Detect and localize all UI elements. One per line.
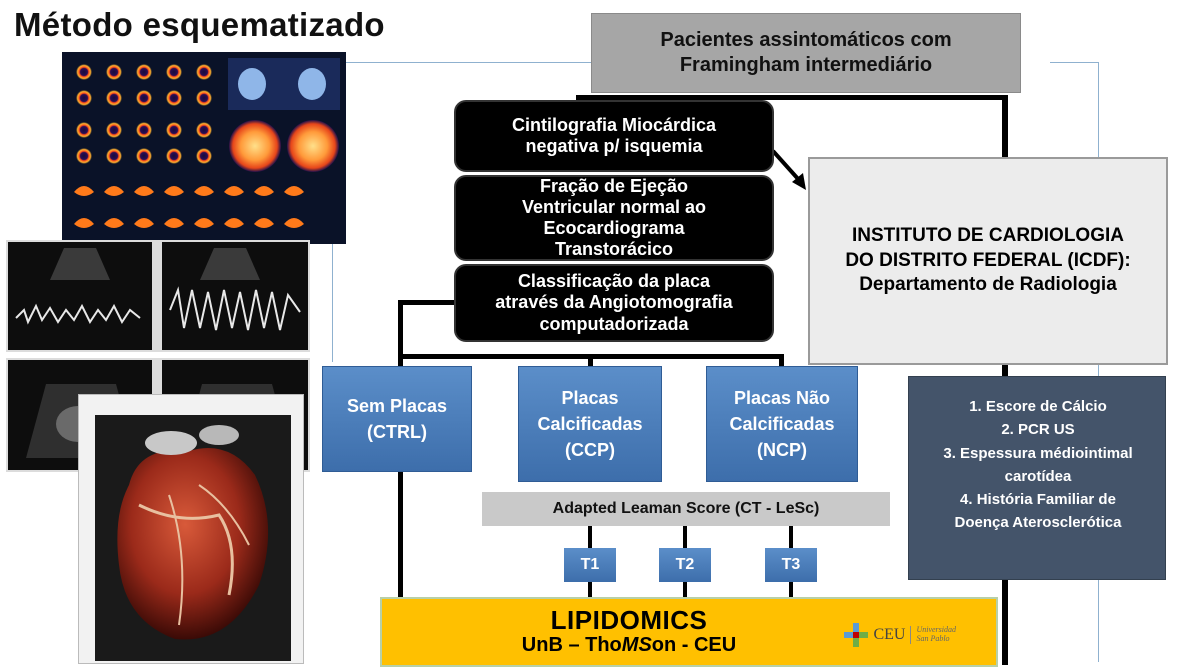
criterion-3-line3: computadorizada [539, 313, 689, 334]
criterion-1-line1: Cintilografia Miocárdica [511, 114, 717, 135]
group-ncp-line2: Calcificadas [729, 413, 835, 434]
frame-line-top-right [1050, 62, 1098, 63]
connector-group2-drop [588, 354, 593, 368]
timepoint-t3: T3 [765, 548, 817, 582]
doppler-graphic [8, 242, 308, 350]
measure-item: 2. PCR US [1001, 421, 1075, 439]
coronary-ct-3d-heart-image [78, 394, 304, 664]
ceu-cross-icon [844, 623, 869, 647]
criterion-scintigraphy: Cintilografia Miocárdica negativa p/ isq… [454, 100, 774, 172]
criterion-3-line1: Classificação da placa [517, 271, 711, 292]
connector-t2-lipid [683, 582, 687, 598]
group-ncp-line1: Placas Não [733, 387, 831, 408]
timepoint-t1: T1 [564, 548, 616, 582]
group-ctrl: Sem Placas (CTRL) [322, 366, 472, 472]
group-ncp: Placas Não Calcificadas (NCP) [706, 366, 858, 482]
timepoint-t2: T2 [659, 548, 711, 582]
group-ccp-line1: Placas [561, 387, 619, 408]
institute-line1: INSTITUTO DE CARDIOLOGIA [852, 224, 1124, 246]
lipidomics-box: LIPIDOMICS UnB – ThoMSon - CEU CEU Unive… [380, 597, 998, 667]
group-ccp: Placas Calcificadas (CCP) [518, 366, 662, 482]
criterion-ejection-fraction: Fração de Ejeção Ventricular normal ao E… [454, 175, 774, 261]
ct-heart-graphic [95, 415, 291, 661]
myocardial-scintigraphy-image [62, 52, 346, 244]
criterion-2-line1: Fração de Ejeção [539, 175, 689, 196]
measure-item: 1. Escore de Cálcio [969, 398, 1107, 415]
institute-box: INSTITUTO DE CARDIOLOGIA DO DISTRITO FED… [808, 157, 1168, 365]
connector-t3-drop [789, 526, 793, 556]
connector-top-horizontal [576, 95, 1008, 100]
criterion-2-line4: Transtorácico [554, 239, 674, 260]
criterion-plaque-classification: Classificação da placa através da Angiot… [454, 264, 774, 342]
patients-box: Pacientes assintomáticos com Framingham … [591, 13, 1021, 93]
group-ctrl-line2: (CTRL) [367, 422, 427, 442]
arrow-to-institute [771, 149, 806, 190]
connector-t2-drop [683, 526, 687, 556]
scintigraphy-graphic [74, 58, 340, 228]
connector-t1-drop [588, 526, 592, 556]
criterion-1-line2: negativa p/ isquemia [525, 136, 703, 156]
lipidomics-subtitle: UnB – ThoMSon - CEU [521, 634, 737, 657]
group-ncp-line3: (NCP) [757, 440, 807, 461]
patients-line2: Framingham intermediário [679, 54, 933, 76]
echocardiogram-doppler-image [6, 240, 310, 352]
leaman-score-bar: Adapted Leaman Score (CT - LeSc) [482, 492, 890, 526]
frame-line-top [332, 62, 594, 63]
connector-left-stub [398, 300, 454, 305]
page-title: Método esquematizado [14, 6, 385, 43]
patients-line1: Pacientes assintomáticos com [660, 29, 952, 51]
measures-list-box: 1. Escore de Cálcio 2. PCR US 3. Espessu… [908, 376, 1166, 580]
connector-t1-lipid [588, 582, 592, 598]
group-ccp-line3: (CCP) [565, 440, 615, 461]
group-ccp-line2: Calcificadas [537, 413, 643, 434]
group-ctrl-line1: Sem Placas [346, 395, 448, 416]
lipidomics-title: LIPIDOMICS [550, 604, 708, 635]
criterion-2-line2: Ventricular normal ao [521, 196, 707, 217]
ceu-logo-name: CEU [873, 626, 906, 643]
criterion-3-line2: através da Angiotomografia [495, 292, 733, 313]
connector-ctrl-lipid [398, 470, 403, 598]
criterion-2-line3: Ecocardiograma [543, 218, 685, 238]
institute-line2: DO DISTRITO FEDERAL (ICDF): [845, 249, 1131, 271]
connector-t3-lipid [789, 582, 793, 598]
institute-line3: Departamento de Radiologia [859, 274, 1117, 296]
connector-group3-drop [779, 354, 784, 368]
